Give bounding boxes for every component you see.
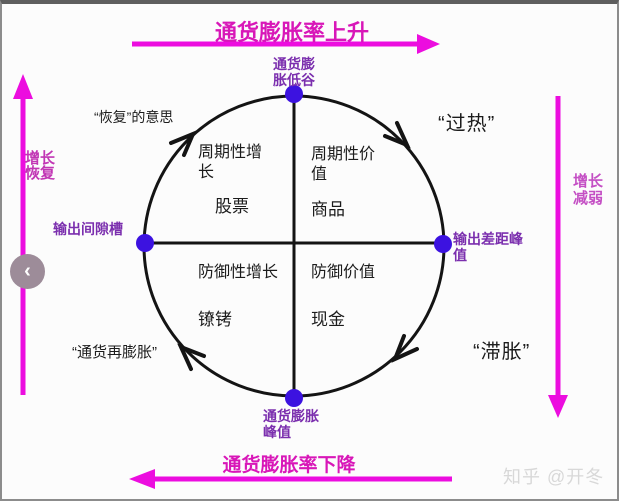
- clockwise-arrowhead-top-left: [169, 130, 197, 157]
- back-button[interactable]: ‹: [10, 254, 45, 289]
- growth-recovery-arrow: [13, 74, 33, 395]
- output-gap-trough-dot: [136, 234, 154, 252]
- quadrant-bottom-right-asset: 现金: [311, 310, 345, 329]
- chevron-left-icon: ‹: [24, 259, 31, 282]
- left-axis-label: 增长 恢复: [25, 150, 56, 182]
- quadrant-top-left-asset: 股票: [215, 197, 249, 216]
- inflation-peak-label: 通货膨胀 峰值: [263, 408, 319, 440]
- quadrant-top-right-asset: 商品: [311, 200, 345, 219]
- output-gap-trough-label: 输出间隙槽: [53, 221, 123, 237]
- phase-recovery-label: “恢复”的意思: [94, 109, 174, 125]
- top-axis-title: 通货膨胀率上升: [214, 20, 369, 45]
- inflation-trough-label: 通货膨 胀低谷: [273, 56, 315, 88]
- phase-reflation-label: “通货再膨胀”: [72, 344, 157, 361]
- quadrant-bottom-left-style: 防御性增长: [198, 264, 279, 281]
- quadrant-top-right-style: 周期性价 值: [311, 146, 376, 183]
- clockwise-arrowhead-top-right: [383, 121, 411, 149]
- clockwise-arrowhead-bottom-right: [391, 334, 419, 363]
- watermark: 知乎 @开冬: [503, 467, 605, 487]
- output-gap-peak-label: 输出差距峰 值: [453, 231, 523, 263]
- clockwise-arrowhead-bottom-left: [177, 343, 206, 371]
- phase-overheat-label: “过热”: [438, 113, 496, 135]
- clock-shapes: [13, 34, 568, 489]
- phase-stagflation-label: “滞胀”: [473, 341, 531, 363]
- bottom-axis-title: 通货膨胀率下降: [222, 455, 356, 476]
- inflation-trough-dot: [285, 85, 303, 103]
- inflation-peak-dot: [285, 389, 303, 407]
- quadrant-top-left-style: 周期性增 长: [198, 144, 263, 181]
- inflation-down-arrow: [129, 469, 452, 489]
- growth-weaken-arrow: [548, 96, 568, 418]
- quadrant-bottom-right-style: 防御价值: [311, 264, 376, 281]
- quadrant-bottom-left-asset: 镣铐: [198, 310, 232, 329]
- right-axis-label: 增长 减弱: [573, 173, 604, 207]
- output-gap-peak-dot: [434, 235, 452, 253]
- inflation-up-arrow: [132, 34, 440, 54]
